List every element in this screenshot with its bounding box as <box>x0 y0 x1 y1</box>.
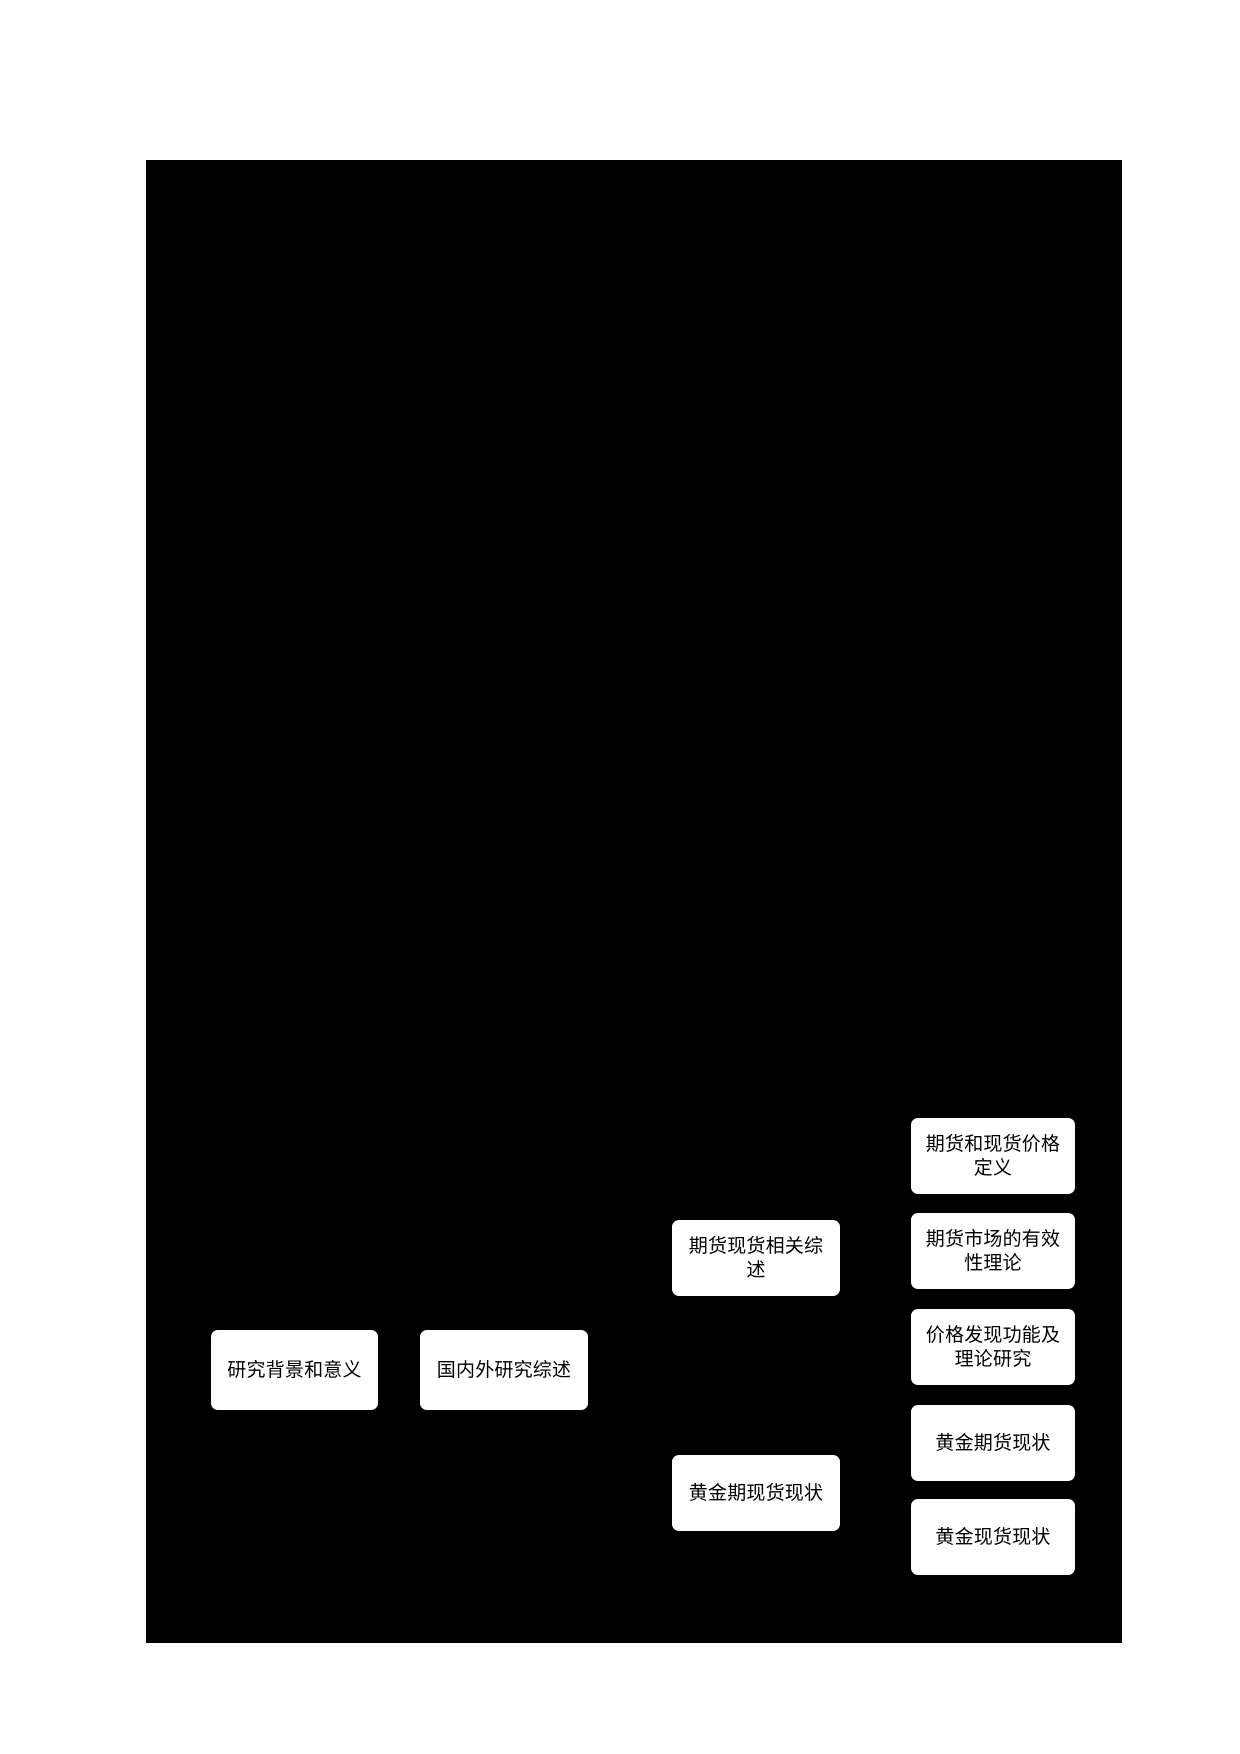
node-gold-futures-and-spot-status[interactable]: 黄金期现货现状 <box>672 1455 840 1531</box>
node-label: 期货现货相关综述 <box>688 1234 824 1281</box>
node-futures-spot-related-review[interactable]: 期货现货相关综述 <box>672 1220 840 1296</box>
node-futures-market-efficiency-theory[interactable]: 期货市场的有效性理论 <box>911 1213 1075 1289</box>
node-label: 国内外研究综述 <box>436 1358 572 1381</box>
diagram-canvas: 研究背景和意义 国内外研究综述 期货现货相关综述 黄金期现货现状 期货和现货价格… <box>146 160 1122 1643</box>
node-gold-spot-status[interactable]: 黄金现货现状 <box>911 1499 1075 1575</box>
node-research-background-and-significance[interactable]: 研究背景和意义 <box>211 1330 378 1410</box>
node-label: 黄金期现货现状 <box>688 1481 824 1504</box>
node-domestic-and-foreign-research-review[interactable]: 国内外研究综述 <box>420 1330 588 1410</box>
node-price-discovery-function-and-theory-research[interactable]: 价格发现功能及理论研究 <box>911 1309 1075 1385</box>
node-label: 价格发现功能及理论研究 <box>925 1323 1061 1370</box>
node-label: 黄金期货现状 <box>935 1431 1051 1454</box>
node-gold-futures-status[interactable]: 黄金期货现状 <box>911 1405 1075 1481</box>
node-label: 期货和现货价格定义 <box>925 1132 1061 1179</box>
node-label: 期货市场的有效性理论 <box>925 1227 1061 1274</box>
node-label: 黄金现货现状 <box>935 1525 1051 1548</box>
node-futures-and-spot-price-definition[interactable]: 期货和现货价格定义 <box>911 1118 1075 1194</box>
node-label: 研究背景和意义 <box>227 1358 362 1381</box>
